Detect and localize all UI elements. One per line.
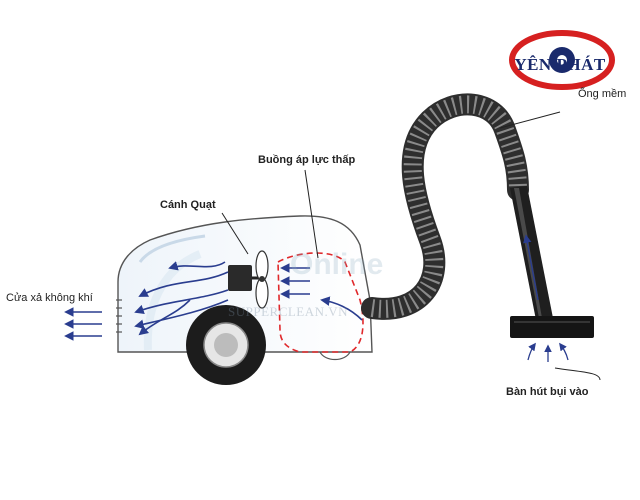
label-buong-ap-luc-thap: Buồng áp lực thấp — [258, 154, 356, 166]
internal-flow-arrows — [134, 261, 363, 336]
logo-eye-icon — [509, 30, 615, 90]
nozzle — [510, 186, 594, 338]
exhaust-arrows — [64, 307, 102, 341]
hose — [361, 93, 529, 320]
watermark-text: SUPPERCLEAN.VN — [228, 304, 349, 319]
label-canh-quat: Cánh Quạt — [160, 199, 216, 211]
label-cua-xa-khong-khi: Cửa xả không khí — [6, 292, 93, 304]
label-ban-hut-bui-vao: Bàn hút bụi vào — [506, 386, 589, 398]
fan — [228, 250, 269, 309]
logo-text: YÊN PHÁT — [514, 55, 606, 74]
suction-arrows — [527, 342, 569, 363]
leader-lines — [221, 111, 601, 381]
tube-arrow — [523, 234, 539, 301]
wheel — [186, 305, 266, 385]
exhaust-vent — [116, 299, 122, 333]
watermark-faint: Online — [290, 248, 384, 281]
label-ong-mem: Ống mềm — [578, 88, 627, 100]
